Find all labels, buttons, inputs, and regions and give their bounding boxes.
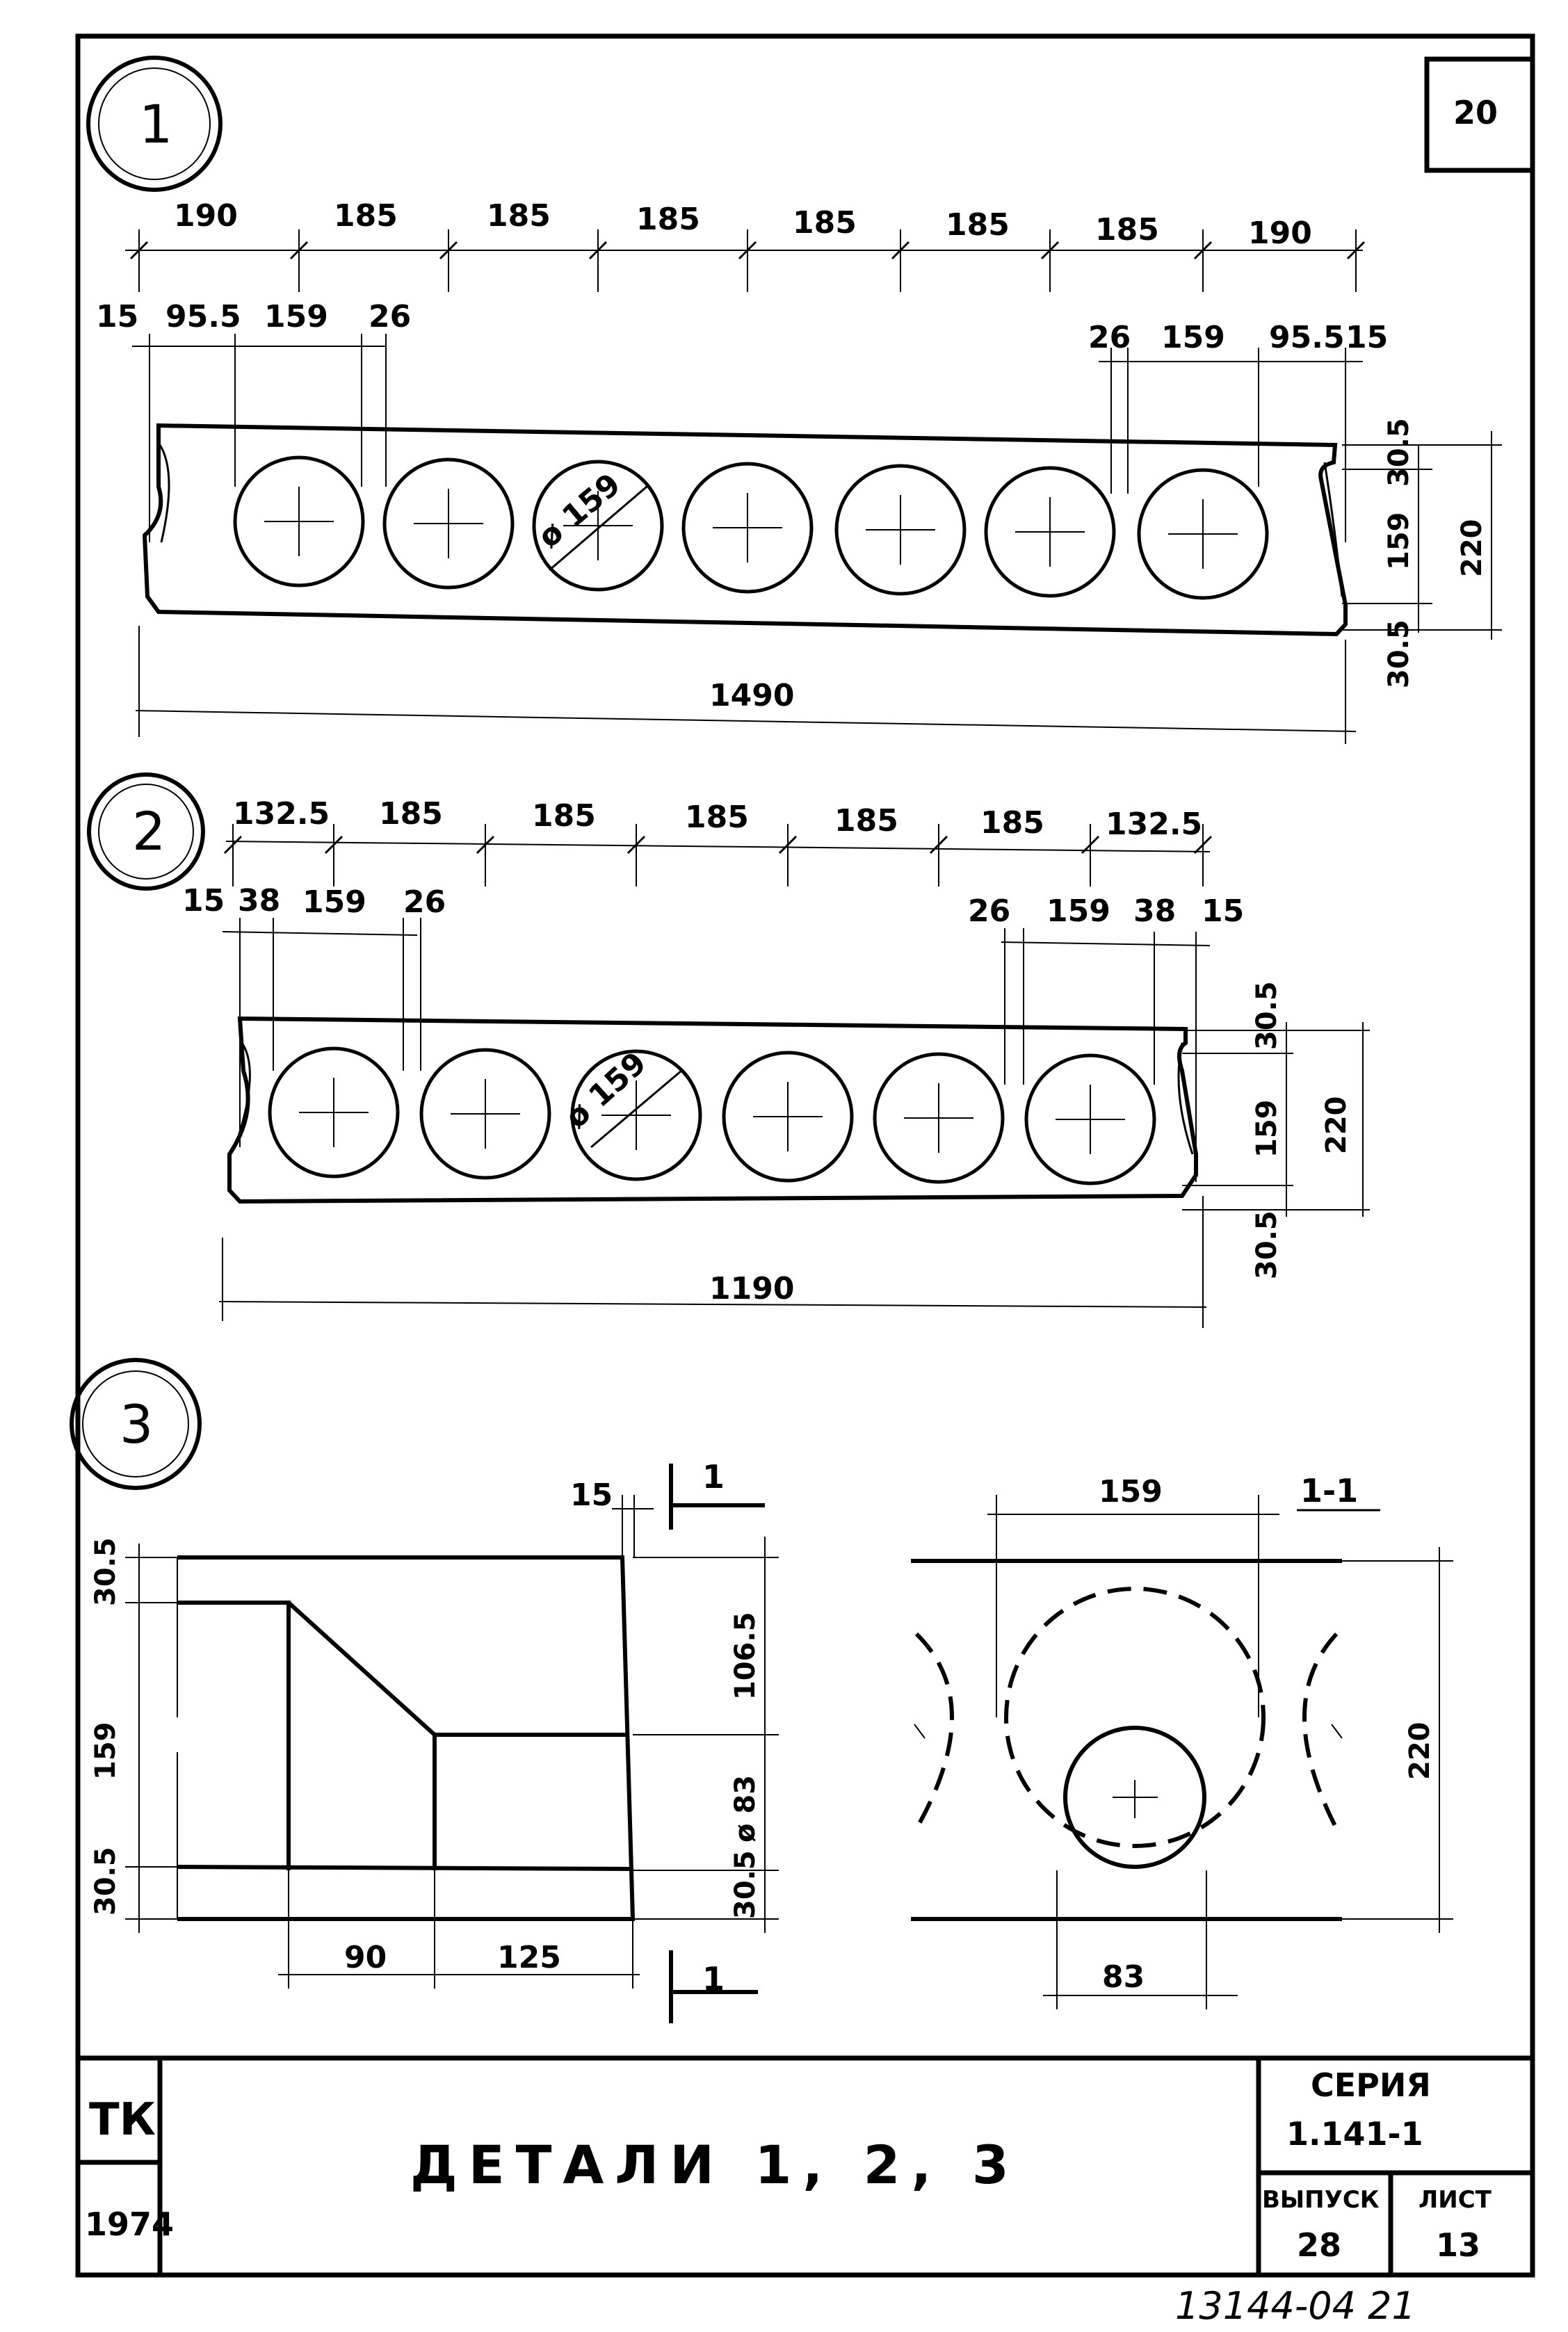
hole-centre-mark (414, 489, 483, 558)
d3-bottom-dim: 90 (344, 1940, 387, 1975)
d2-total: 1190 (709, 1271, 794, 1306)
d2-top-dim: 185 (379, 796, 443, 832)
section-height-dim: 220 (1404, 1722, 1436, 1781)
d2-top-dim: 185 (685, 800, 749, 835)
detail-3: 3 30.5 159 30.5 106.5 ø 83 30.5 15 (70, 1358, 1453, 2023)
d1-total: 1490 (709, 678, 794, 713)
detail-1-number: 1 (139, 93, 172, 155)
d2-right-vert: 30.5 (1251, 981, 1283, 1050)
d1-right-dim: 159 (1161, 320, 1225, 355)
d2-left-dim: 38 (238, 883, 280, 918)
d1-right-vert: 220 (1456, 519, 1488, 578)
detail-2-marker (87, 772, 205, 891)
detail-3-marker (70, 1358, 202, 1490)
d2-top-dim: 132.5 (233, 796, 330, 832)
d2-right-vert: 30.5 (1251, 1210, 1283, 1279)
d3-left-vert: 30.5 (90, 1847, 122, 1916)
d1-top-dim: 190 (1248, 216, 1312, 251)
d1-slab-outline (142, 423, 1348, 637)
hole-centre-mark (451, 1079, 520, 1149)
d3-side-outline (177, 1555, 636, 1921)
d1-right-vert: 30.5 (1383, 418, 1415, 487)
d3-cut-marker-top (669, 1464, 765, 1530)
hole-centre-mark (1015, 497, 1085, 567)
section-bottom-dim: 83 (1102, 1959, 1145, 1995)
hole-centre-mark (1056, 1085, 1125, 1154)
d3-bottom-dim: 125 (497, 1940, 561, 1975)
d2-right-vert: 220 (1320, 1096, 1352, 1155)
d2-right-dim: 38 (1133, 893, 1176, 929)
d2-top-dim: 132.5 (1106, 807, 1202, 842)
d1-right-vert: 30.5 (1383, 620, 1415, 688)
d3-cut-label-bottom: 1 (702, 1960, 725, 1998)
d3-right-vert: ø 83 (729, 1775, 761, 1843)
sheet-value: 13 (1436, 2226, 1480, 2264)
sheet-title: ДЕТАЛИ 1, 2, 3 (410, 2134, 1020, 2196)
hole-centre-mark (299, 1078, 369, 1147)
d2-left-dim: 26 (403, 884, 446, 920)
section-top-dim: 159 (1099, 1474, 1163, 1509)
d1-top-dim: 190 (174, 198, 238, 234)
sheet-number-box (1424, 56, 1535, 173)
d1-right-dim: 15 (1345, 320, 1388, 355)
d1-left-dim: 159 (264, 299, 328, 334)
d3-cut-marker-bottom (669, 1950, 758, 2023)
detail-3-number: 3 (120, 1393, 153, 1455)
section-inner-hole (1063, 1726, 1206, 1869)
d1-top-dim: 185 (334, 198, 398, 234)
d3-right-vert: 106.5 (729, 1612, 761, 1700)
hole-centre-mark (563, 491, 633, 560)
d1-left-dim: 15 (96, 299, 138, 334)
year: 1974 (85, 2205, 174, 2243)
d1-left-dim: 26 (369, 299, 411, 334)
d2-right-dim: 26 (968, 893, 1010, 929)
issue-value: 28 (1297, 2226, 1341, 2264)
org-code: ТК (89, 2094, 156, 2146)
d2-right-dim: 159 (1046, 893, 1110, 929)
sheet-frame (75, 33, 1535, 2278)
detail-1: 1 190 185 185 185 185 185 185 190 15 95.… (86, 56, 1502, 744)
hole-centre-mark (264, 487, 334, 556)
d3-top-dim: 15 (570, 1477, 613, 1513)
title-block: ТК 1974 ДЕТАЛИ 1, 2, 3 СЕРИЯ 1.141-1 ВЫП… (78, 2055, 1533, 2275)
hole-centre-mark (904, 1083, 973, 1153)
d1-right-dim: 95.5 (1269, 320, 1345, 355)
sheet-number: 20 (1453, 94, 1498, 131)
d2-right-dim: 15 (1202, 893, 1244, 929)
section-outer-void (1004, 1587, 1266, 1848)
detail-2-number: 2 (132, 800, 165, 862)
archive-stamp: 13144-04 21 (1175, 2284, 1416, 2328)
d1-left-dim: 95.5 (165, 299, 241, 334)
d1-top-dim: 185 (1095, 212, 1159, 248)
hole-centre-mark (713, 493, 782, 562)
sheet-label: ЛИСТ (1419, 2186, 1492, 2214)
d1-top-dim: 185 (946, 207, 1010, 243)
d2-top-dim: 185 (834, 803, 898, 839)
hole-centre-mark (601, 1080, 671, 1150)
d2-right-vert: 159 (1251, 1100, 1283, 1158)
series-value: 1.141-1 (1286, 2115, 1423, 2153)
issue-label: ВЫПУСК (1262, 2186, 1380, 2214)
d2-left-dim: 159 (302, 884, 366, 920)
d1-top-dim: 185 (636, 202, 700, 237)
hole-centre-mark (753, 1082, 823, 1151)
d1-right-vert: 159 (1383, 512, 1415, 571)
hole-centre-mark (1168, 499, 1238, 569)
d2-top-dim: 185 (980, 805, 1044, 841)
detail-1-marker (86, 56, 223, 192)
d3-left-vert: 30.5 (90, 1537, 122, 1606)
d3-left-vert: 159 (90, 1722, 122, 1781)
d1-right-dim: 26 (1088, 320, 1131, 355)
d2-left-dim: 15 (182, 883, 225, 918)
d1-top-dim: 185 (487, 198, 551, 234)
d2-top-dim: 185 (532, 798, 596, 834)
d3-cut-label-top: 1 (702, 1458, 725, 1496)
detail-2: 2 132.5 185 185 185 185 185 132.5 15 38 … (87, 772, 1370, 1328)
d1-top-dim: 185 (793, 205, 857, 241)
section-title: 1-1 (1300, 1472, 1358, 1509)
hole-centre-mark (866, 495, 935, 565)
d3-right-vert: 30.5 (729, 1850, 761, 1919)
series-label: СЕРИЯ (1311, 2066, 1431, 2104)
